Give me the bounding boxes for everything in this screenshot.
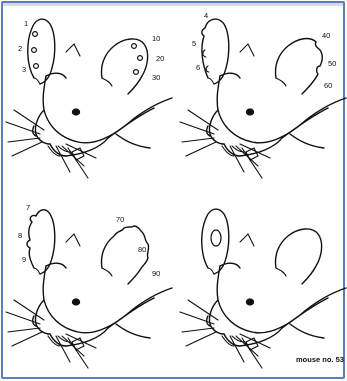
label-left-3: 3 (22, 65, 26, 74)
label-right-60: 60 (324, 81, 332, 90)
label-right-20: 20 (156, 54, 164, 63)
panel-1: 1 2 3 10 20 30 (6, 19, 172, 178)
label-right-80: 80 (138, 245, 146, 254)
label-left-5: 5 (192, 39, 196, 48)
label-right-70: 70 (116, 215, 124, 224)
punch-hole-1 (33, 32, 38, 37)
punch-hole-30 (134, 70, 139, 75)
label-right-10: 10 (152, 34, 160, 43)
label-left-8: 8 (18, 231, 22, 240)
label-right-30: 30 (152, 73, 160, 82)
panel-2: 4 5 6 40 50 60 (180, 11, 346, 178)
label-right-40: 40 (322, 31, 330, 40)
punch-hole-3 (34, 64, 39, 69)
label-left-4: 4 (204, 11, 208, 20)
punch-hole-20 (138, 56, 143, 61)
label-left-7: 7 (26, 203, 30, 212)
punch-hole-10 (132, 44, 137, 49)
label-left-1: 1 (24, 19, 28, 28)
punch-hole-single (211, 230, 221, 246)
panel-4-far-ear (276, 229, 322, 284)
panel-3-far-ear (102, 226, 149, 284)
label-right-50: 50 (328, 59, 336, 68)
panel-3: 7 8 9 70 80 90 (6, 203, 172, 368)
label-left-6: 6 (196, 63, 200, 72)
punch-hole-2 (32, 48, 37, 53)
panel-4: mouse no. 53 (180, 209, 346, 368)
panel-2-far-ear (276, 39, 323, 94)
label-left-2: 2 (18, 44, 22, 53)
mouse-number-caption: mouse no. 53 (296, 355, 344, 364)
label-left-9: 9 (22, 255, 26, 264)
label-right-90: 90 (152, 269, 160, 278)
